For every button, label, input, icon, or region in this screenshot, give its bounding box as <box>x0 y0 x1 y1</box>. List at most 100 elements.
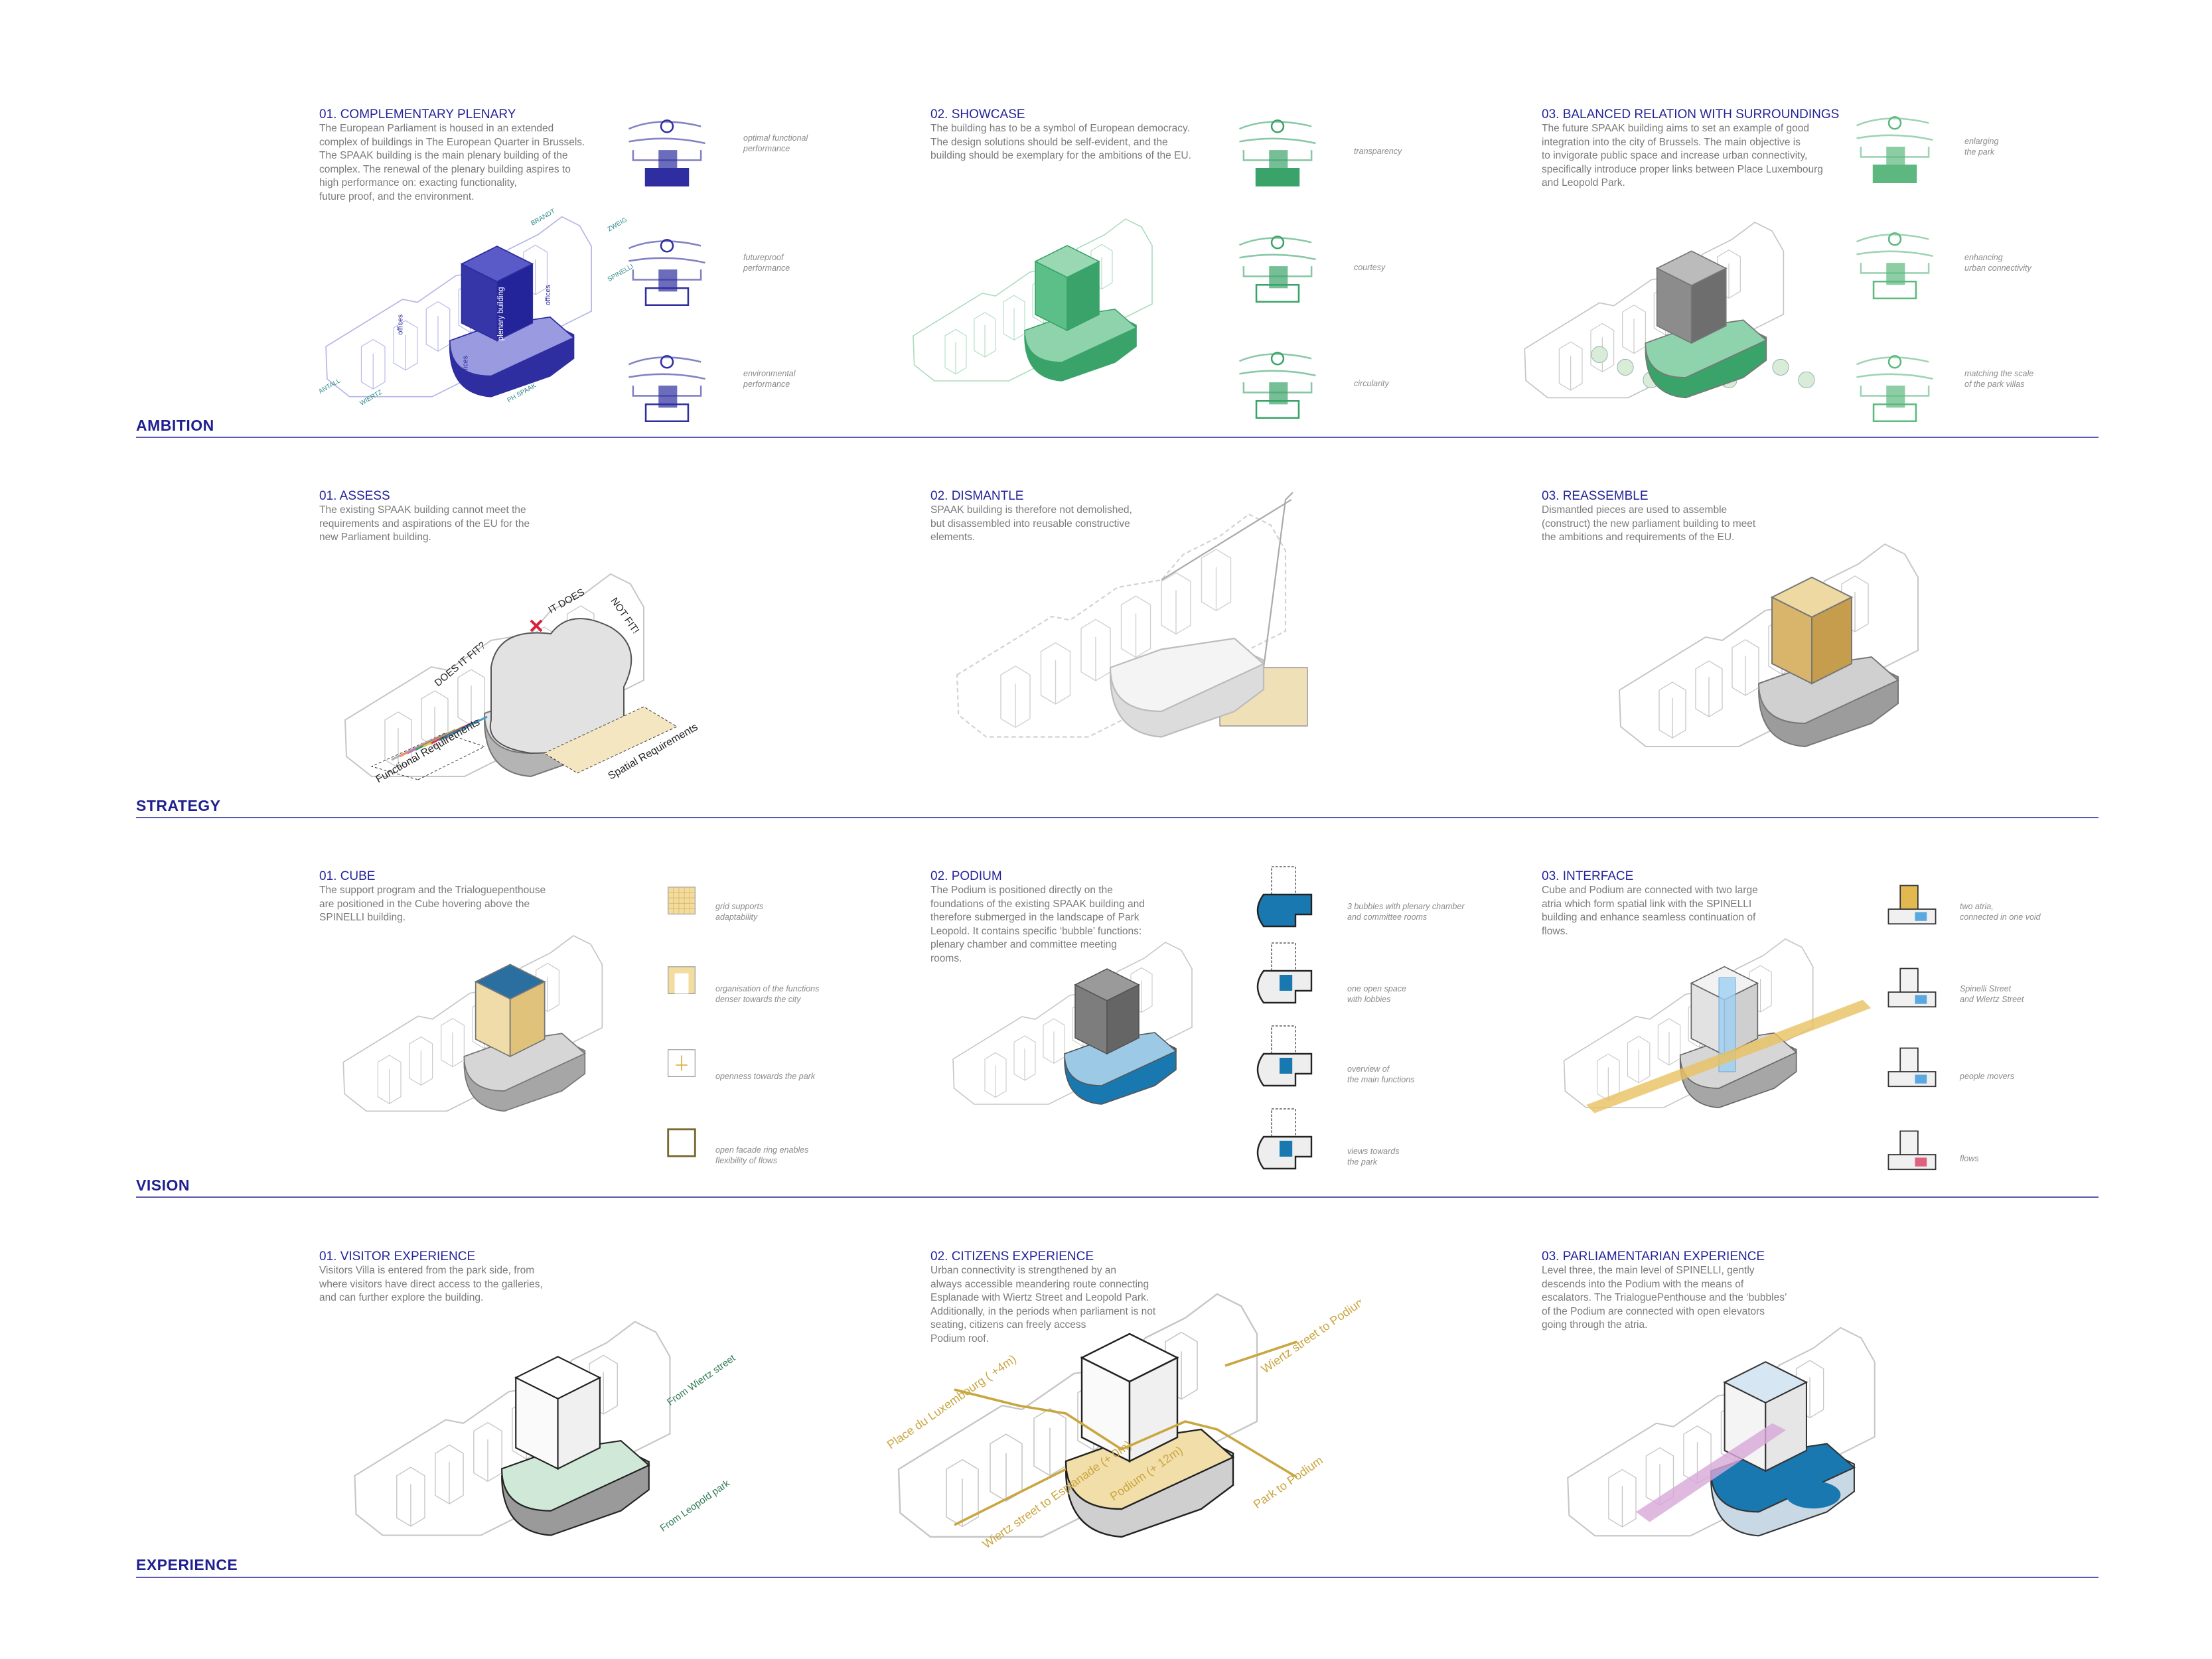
panel-title: 03. REASSEMBLE <box>1542 489 1649 503</box>
context-building-block <box>1000 665 1031 729</box>
tree-icon <box>1617 358 1634 376</box>
panel-title: 03. BALANCED RELATION WITH SURROUNDINGS <box>1542 108 1840 121</box>
panel-description: Level three, the main level of SPINELLI,… <box>1542 1265 1787 1331</box>
diagram-thumbnail-icon <box>1256 1025 1313 1087</box>
axonometric-drawing <box>1563 938 1872 1114</box>
diagram-caption: environmental performance <box>743 369 796 389</box>
axonometric-drawing <box>913 218 1153 382</box>
context-building-block <box>409 1036 433 1086</box>
cube-volume <box>1034 245 1100 332</box>
panel-description: The future SPAAK building aims to set an… <box>1542 123 1823 189</box>
panel-description: Urban connectivity is strengthened by an… <box>930 1265 1156 1344</box>
existing-spaak-building <box>489 618 632 755</box>
requirement-bar <box>447 715 488 738</box>
panel-title: 01. COMPLEMENTARY PLENARY <box>319 108 516 121</box>
cube-volume <box>460 246 534 342</box>
context-building-block <box>944 328 967 375</box>
diagram-thumbnail-icon <box>628 239 705 307</box>
diagram-thumbnail-icon <box>1887 885 1937 925</box>
diagram-caption: grid supports adaptability <box>715 902 764 922</box>
podium-volume <box>1757 656 1899 748</box>
context-building-block <box>984 1052 1007 1098</box>
diagram-caption: courtesy <box>1354 263 1386 272</box>
panel-description: The Podium is positioned directly on the… <box>930 885 1145 964</box>
cube-volume <box>1770 576 1854 685</box>
panel-description: The existing SPAAK building cannot meet … <box>319 504 530 543</box>
escalator-route <box>1636 1423 1787 1522</box>
diagram-thumbnail-icon <box>1887 1130 1937 1171</box>
axonometric-drawing <box>956 492 1308 738</box>
cube-volume <box>1080 1333 1179 1463</box>
axonometric-drawing <box>1618 543 1919 748</box>
spinelli-street <box>1586 999 1872 1114</box>
tree-icon <box>1591 346 1608 363</box>
axonometric-drawing <box>1567 1327 1876 1537</box>
tree-icon <box>1772 358 1789 376</box>
diagram-thumbnail-icon <box>628 355 705 423</box>
diagram-thumbnail-icon <box>668 1049 696 1077</box>
drawing-label: offices <box>461 356 469 376</box>
context-building-block <box>435 1444 464 1504</box>
section-label-vision: VISION <box>136 1177 190 1194</box>
context-building-block <box>1659 682 1686 739</box>
diagram-caption: enlarging the park <box>1964 137 1999 157</box>
cube-volume <box>514 1356 602 1471</box>
diagram-thumbnail-icon <box>1887 968 1937 1008</box>
diagram-caption: two atria, connected in one void <box>1960 902 2041 922</box>
panel-description: Visitors Villa is entered from the park … <box>319 1265 543 1304</box>
section-divider <box>136 1577 2099 1578</box>
drawing-label: From Wiertz street <box>666 1353 738 1408</box>
diagram-thumbnail-icon <box>1238 236 1316 303</box>
context-building-block <box>1161 572 1191 635</box>
route-path <box>954 1340 1297 1526</box>
context-building-block <box>974 312 996 358</box>
drawing-label: offices <box>397 315 405 335</box>
context-building-block <box>384 711 412 768</box>
diagram-thumbnail-icon <box>1256 942 1313 1004</box>
context-building-block <box>1201 548 1232 612</box>
diagram-caption: openness towards the park <box>715 1072 816 1081</box>
diagram-caption: enhancing urban connectivity <box>1964 253 2031 273</box>
diagram-thumbnail-icon <box>668 966 696 994</box>
cube-volume <box>474 964 546 1058</box>
section-divider <box>136 437 2099 438</box>
panel-title: 02. DISMANTLE <box>930 489 1024 503</box>
panel-description: The support program and the Trialoguepen… <box>319 885 546 924</box>
context-building-block <box>396 1467 425 1527</box>
drawing-label: Wiertz street to Podium (- 3m) <box>1259 1273 1361 1376</box>
diagram-thumbnail-icon <box>667 1128 696 1157</box>
context-building-block <box>393 320 418 371</box>
axonometric-drawing <box>952 942 1193 1105</box>
diagram-caption: people movers <box>1960 1072 2014 1081</box>
diagram-caption: open facade ring enables flexibility of … <box>715 1145 809 1165</box>
axonometric-drawing <box>1524 221 1815 399</box>
diagram-caption: views towards the park <box>1347 1147 1400 1167</box>
context-building-block <box>946 1459 979 1528</box>
drawing-label: Park to Podium <box>1251 1453 1325 1511</box>
context-building-block <box>360 338 386 390</box>
panel-title: 01. VISITOR EXPERIENCE <box>319 1250 476 1263</box>
panel-description: The building has to be a symbol of Europ… <box>930 123 1191 162</box>
panel-title: 02. CITIZENS EXPERIENCE <box>930 1250 1094 1263</box>
diagram-caption: organisation of the functions denser tow… <box>715 984 820 1004</box>
context-buildings <box>956 513 1287 738</box>
panel-title: 03. PARLIAMENTARIAN EXPERIENCE <box>1542 1250 1765 1263</box>
drawing-label: plenary building <box>497 287 505 340</box>
diagram-caption: circularity <box>1354 379 1389 388</box>
diagram-thumbnail-icon <box>1887 1047 1937 1088</box>
section-divider <box>136 1196 2099 1198</box>
context-building-block <box>1627 1036 1651 1084</box>
context-building-block <box>1695 660 1723 717</box>
diagram-thumbnail-icon <box>1256 866 1313 928</box>
panel-description: SPAAK building is therefore not demolish… <box>930 504 1132 543</box>
context-outline <box>913 218 1153 382</box>
diagram-thumbnail-icon <box>1238 352 1316 419</box>
diagram-thumbnail-icon <box>1238 119 1316 187</box>
panel-title: 02. PODIUM <box>930 869 1002 883</box>
drawing-label: offices <box>544 285 552 305</box>
panel-title: 02. SHOWCASE <box>930 108 1025 121</box>
section-label-ambition: AMBITION <box>136 417 214 434</box>
spatial-requirements-area <box>543 706 678 774</box>
